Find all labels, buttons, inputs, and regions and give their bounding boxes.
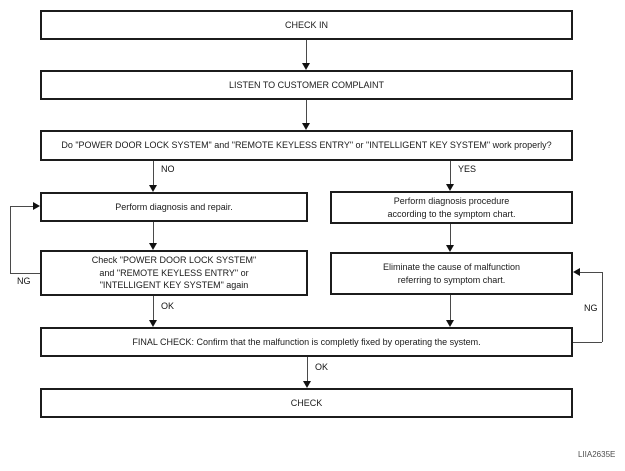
- arrow-down-icon: [302, 123, 310, 130]
- flow-line: [450, 224, 451, 246]
- node-line: referring to symptom chart.: [397, 274, 506, 285]
- node-line: Perform diagnosis procedure: [393, 196, 510, 206]
- edge-label-ng-left: NG: [17, 276, 31, 286]
- node-line: "INTELLIGENT KEY SYSTEM" again: [99, 280, 249, 291]
- node-question-work-properly: Do "POWER DOOR LOCK SYSTEM" and "REMOTE …: [40, 130, 573, 161]
- node-line: CHECK: [290, 397, 323, 408]
- arrow-right-icon: [33, 202, 40, 210]
- flow-line: [450, 295, 451, 320]
- node-line: Do "POWER DOOR LOCK SYSTEM" and "REMOTE …: [61, 140, 552, 151]
- ng-loop-right-line: [602, 272, 603, 342]
- flow-line: [153, 222, 154, 244]
- arrow-down-icon: [446, 184, 454, 191]
- flow-line: [306, 40, 307, 64]
- node-line: Eliminate the cause of malfunction: [382, 262, 521, 272]
- ng-loop-left-line: [10, 206, 33, 207]
- node-listen-complaint: LISTEN TO CUSTOMER COMPLAINT: [40, 70, 573, 100]
- node-line: and "REMOTE KEYLESS ENTRY" or: [99, 267, 249, 278]
- arrow-down-icon: [149, 320, 157, 327]
- flow-line-yes-branch: [450, 161, 451, 185]
- node-check-in: CHECK IN: [40, 10, 573, 40]
- ng-loop-right-line: [580, 272, 602, 273]
- flow-line-ok-left: [153, 296, 154, 320]
- node-symptom-procedure: Perform diagnosis procedure according to…: [330, 191, 573, 224]
- node-line: CHECK IN: [284, 19, 328, 30]
- arrow-left-icon: [573, 268, 580, 276]
- flow-line: [306, 100, 307, 124]
- node-final-check: FINAL CHECK: Confirm that the malfunctio…: [40, 327, 573, 357]
- node-line: Perform diagnosis and repair.: [115, 201, 233, 212]
- node-recheck-systems: Check "POWER DOOR LOCK SYSTEM" and "REMO…: [40, 250, 308, 296]
- edge-label-yes: YES: [458, 164, 477, 174]
- ng-loop-left-line: [10, 206, 11, 273]
- node-check: CHECK: [40, 388, 573, 418]
- ng-loop-right-line: [573, 342, 602, 343]
- node-line: according to the symptom chart.: [387, 208, 516, 219]
- node-line: FINAL CHECK: Confirm that the malfunctio…: [132, 336, 481, 347]
- edge-label-ok-bottom: OK: [315, 362, 329, 372]
- arrow-down-icon: [149, 243, 157, 250]
- edge-label-ng-right: NG: [584, 303, 598, 313]
- flow-line-no-branch: [153, 161, 154, 186]
- arrow-down-icon: [149, 185, 157, 192]
- node-line: Check "POWER DOOR LOCK SYSTEM": [91, 255, 257, 266]
- arrow-down-icon: [446, 320, 454, 327]
- arrow-down-icon: [446, 245, 454, 252]
- node-eliminate-cause: Eliminate the cause of malfunction refer…: [330, 252, 573, 295]
- figure-code: LIIA2635E: [578, 450, 616, 459]
- arrow-down-icon: [303, 381, 311, 388]
- node-line: LISTEN TO CUSTOMER COMPLAINT: [228, 79, 385, 90]
- ng-loop-left-line: [10, 273, 40, 274]
- edge-label-ok-left: OK: [161, 301, 175, 311]
- arrow-down-icon: [302, 63, 310, 70]
- node-diagnose-repair: Perform diagnosis and repair.: [40, 192, 308, 222]
- flow-line-ok-bottom: [307, 357, 308, 382]
- edge-label-no: NO: [161, 164, 175, 174]
